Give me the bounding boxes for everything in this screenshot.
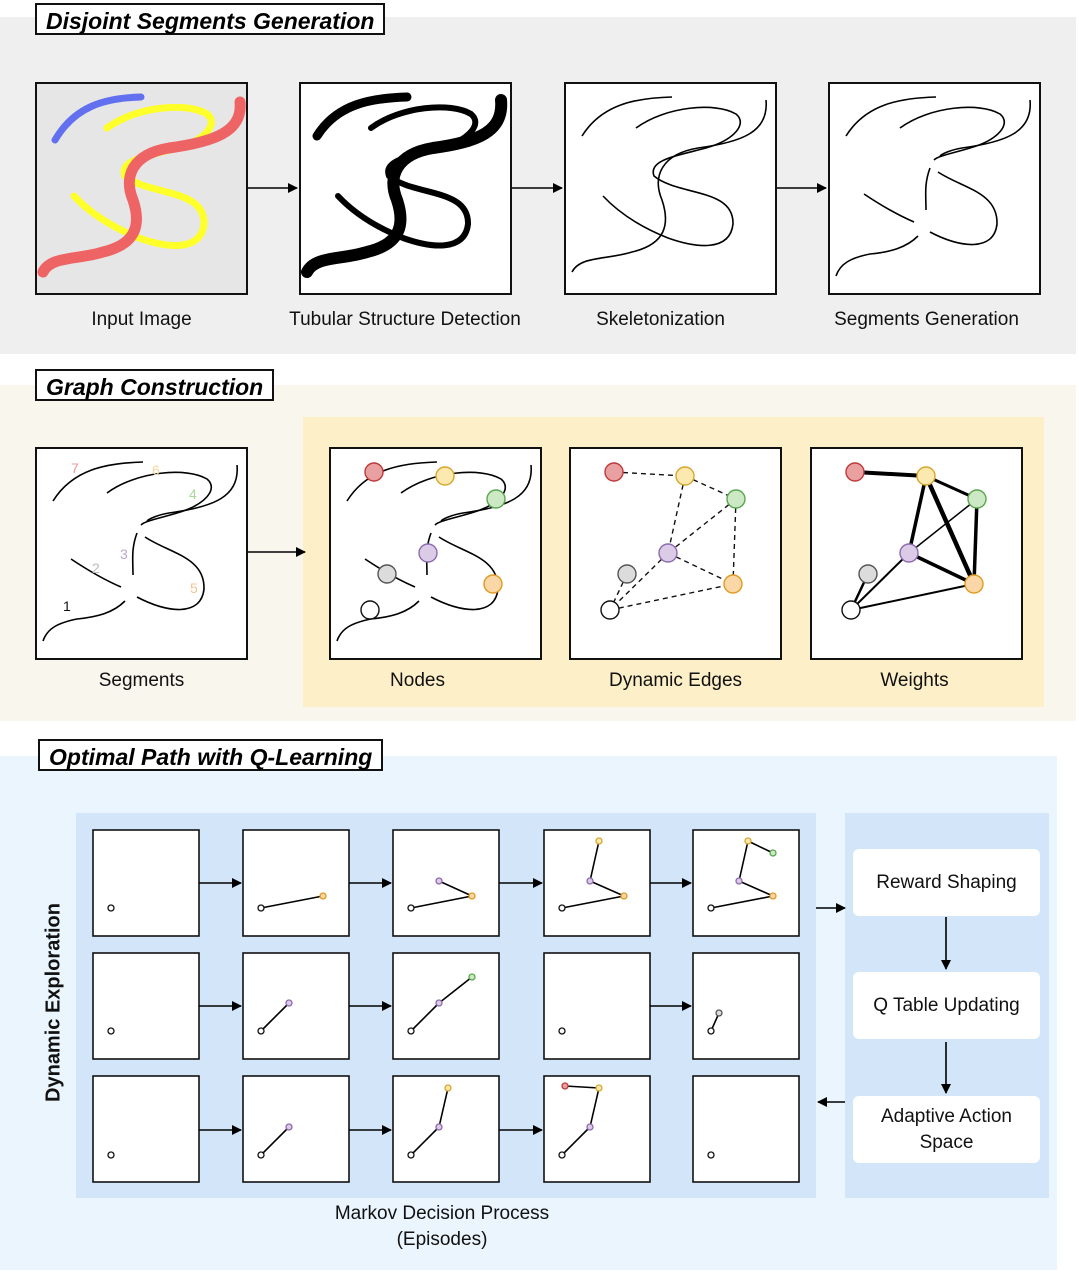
- segments-generation-title: Disjoint Segments Generation: [35, 3, 386, 35]
- node-start: [600, 600, 620, 620]
- segment-number-4: 4: [189, 486, 197, 502]
- caption-weights: Weights: [880, 670, 949, 691]
- input-image-drawing: [37, 93, 246, 278]
- node-yellow: [675, 466, 695, 486]
- caption-skeletonization: Skeletonization: [596, 309, 725, 330]
- tubular-detection-box: [299, 82, 512, 295]
- node-orange: [964, 574, 984, 594]
- adaptive-action-line1: Adaptive Action: [881, 1105, 1012, 1127]
- segments-generation-box: [828, 82, 1041, 295]
- caption-dynamic-edges: Dynamic Edges: [608, 670, 743, 691]
- caption-segments-generation: Segments Generation: [834, 309, 1019, 330]
- node-gray: [858, 564, 878, 584]
- node-purple: [899, 543, 919, 563]
- segment-number-5: 5: [190, 580, 198, 596]
- reward-shaping-box: Reward Shaping: [853, 849, 1040, 916]
- episodes-grid: [92, 829, 951, 1183]
- input-image-box: [35, 82, 248, 295]
- q-table-updating-box: Q Table Updating: [853, 972, 1040, 1039]
- node-green: [726, 489, 746, 509]
- weights-box: [810, 447, 1023, 660]
- q-learning-title: Optimal Path with Q-Learning: [38, 739, 384, 771]
- node-orange: [483, 574, 503, 594]
- segment-number-7: 7: [71, 460, 79, 476]
- adaptive-action-line2: Space: [919, 1131, 974, 1153]
- node-purple: [418, 543, 438, 563]
- node-start: [841, 600, 861, 620]
- caption-tubular-detection: Tubular Structure Detection: [289, 309, 521, 330]
- skeletonization-drawing: [571, 96, 767, 273]
- segments-box: 1 2 3 4 5 6 7: [35, 447, 248, 660]
- mdp-caption-line1: Markov Decision Process: [334, 1203, 550, 1224]
- node-green: [967, 489, 987, 509]
- section2-arrows: [248, 547, 306, 557]
- node-start: [360, 600, 380, 620]
- tubular-detection-drawing: [301, 92, 508, 278]
- skeletonization-box: [564, 82, 777, 295]
- dynamic-edges-drawing: [600, 462, 746, 620]
- node-yellow: [435, 466, 455, 486]
- segment-number-1: 1: [63, 598, 71, 614]
- segment-number-2: 2: [92, 560, 100, 576]
- caption-nodes: Nodes: [390, 670, 445, 691]
- weights-drawing: [841, 462, 987, 620]
- nodes-box: [329, 447, 542, 660]
- node-yellow: [916, 466, 936, 486]
- segment-number-3: 3: [120, 546, 128, 562]
- nodes-drawing: [336, 461, 532, 642]
- segments-generation-drawing: [835, 96, 1031, 277]
- caption-input-image: Input Image: [91, 309, 192, 330]
- segment-number-6: 6: [152, 462, 160, 478]
- node-green: [486, 489, 506, 509]
- adaptive-action-space-box: Adaptive Action Space: [853, 1096, 1040, 1163]
- segments-drawing: 1 2 3 4 5 6 7: [42, 460, 238, 642]
- node-gray: [377, 564, 397, 584]
- node-purple: [658, 543, 678, 563]
- node-orange: [723, 574, 743, 594]
- graph-construction-title: Graph Construction: [35, 369, 275, 401]
- caption-segments: Segments: [98, 670, 185, 691]
- node-gray: [617, 564, 637, 584]
- dynamic-edges-box: [569, 447, 782, 660]
- node-red: [604, 462, 624, 482]
- node-red: [364, 462, 384, 482]
- node-red: [845, 462, 865, 482]
- section1-arrows: [248, 183, 827, 193]
- mdp-caption-line2: (Episodes): [396, 1229, 488, 1250]
